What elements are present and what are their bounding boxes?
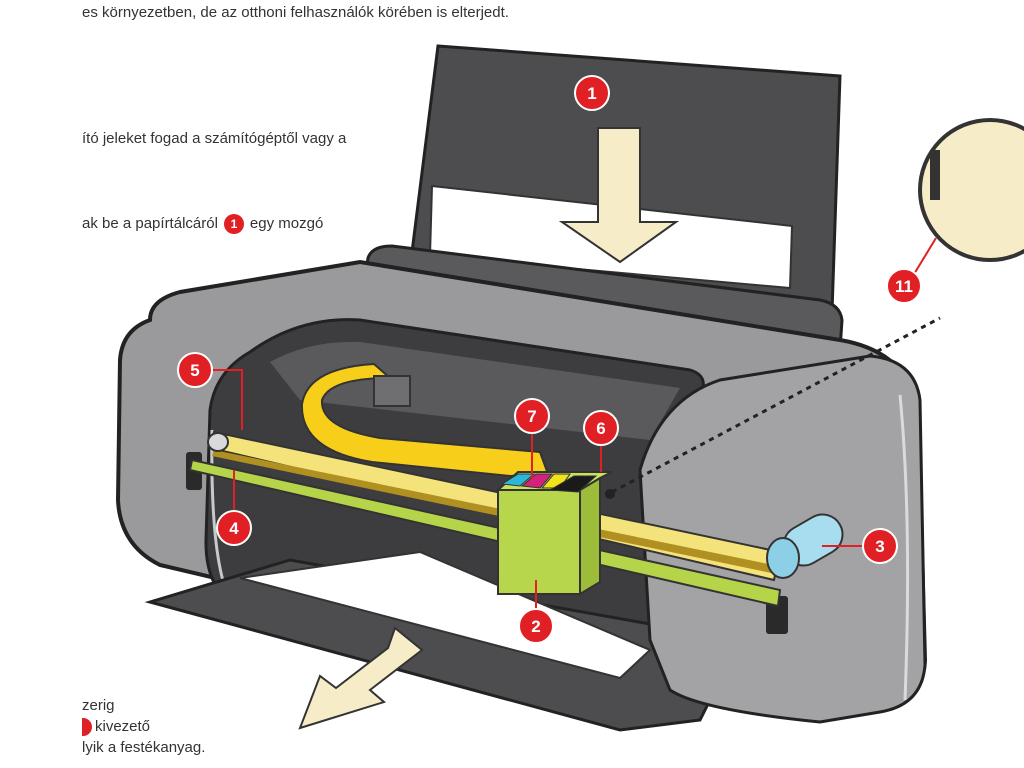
svg-text:2: 2 bbox=[531, 617, 540, 636]
paragraph-line-3: ak be a papírtálcáról 1 egy mozgó bbox=[82, 214, 323, 234]
callout-7: 7 bbox=[514, 398, 550, 434]
belt-teeth bbox=[212, 450, 778, 574]
svg-text:6: 6 bbox=[596, 419, 605, 438]
ribbon-cable bbox=[300, 362, 550, 478]
line3-after: egy mozgó bbox=[249, 214, 324, 232]
paper-in-arrow bbox=[558, 127, 680, 264]
inline-callout-badge-partial bbox=[82, 718, 92, 737]
callout-4: 4 bbox=[216, 510, 252, 546]
line5-text: kivezető bbox=[95, 718, 151, 735]
paragraph-line-4: zerig bbox=[82, 697, 115, 714]
callout-11: 11 bbox=[886, 268, 922, 304]
svg-text:3: 3 bbox=[875, 537, 884, 556]
paragraph-line-2: ító jeleket fogad a számítógéptől vagy a bbox=[82, 130, 347, 147]
svg-text:7: 7 bbox=[527, 407, 536, 426]
belt-pulley-left bbox=[207, 432, 229, 452]
paragraph-line-5: kivezető bbox=[82, 718, 151, 737]
svg-text:5: 5 bbox=[190, 361, 199, 380]
svg-text:11: 11 bbox=[895, 277, 913, 296]
callout-5: 5 bbox=[177, 352, 213, 388]
callout-2: 2 bbox=[518, 608, 554, 644]
callout-1: 1 bbox=[574, 75, 610, 111]
callout-6: 6 bbox=[583, 410, 619, 446]
ink-black bbox=[548, 475, 598, 493]
motor-roller bbox=[766, 513, 844, 579]
cable-connector bbox=[373, 375, 411, 407]
magnifier-circle bbox=[918, 118, 1024, 262]
paragraph-line-1: es környezetben, de az otthoni felhaszná… bbox=[82, 4, 509, 21]
svg-text:1: 1 bbox=[587, 84, 596, 103]
ink-cyan bbox=[500, 473, 536, 487]
svg-text:4: 4 bbox=[229, 519, 239, 538]
line3-before: ak be a papírtálcáról bbox=[82, 214, 218, 232]
callout-3: 3 bbox=[862, 528, 898, 564]
paragraph-line-6: lyik a festékanyag. bbox=[82, 739, 206, 756]
paper-out-arrow bbox=[298, 626, 424, 730]
print-head bbox=[495, 471, 615, 596]
dashed-pointer bbox=[611, 316, 941, 494]
inline-callout-badge: 1 bbox=[223, 214, 244, 234]
